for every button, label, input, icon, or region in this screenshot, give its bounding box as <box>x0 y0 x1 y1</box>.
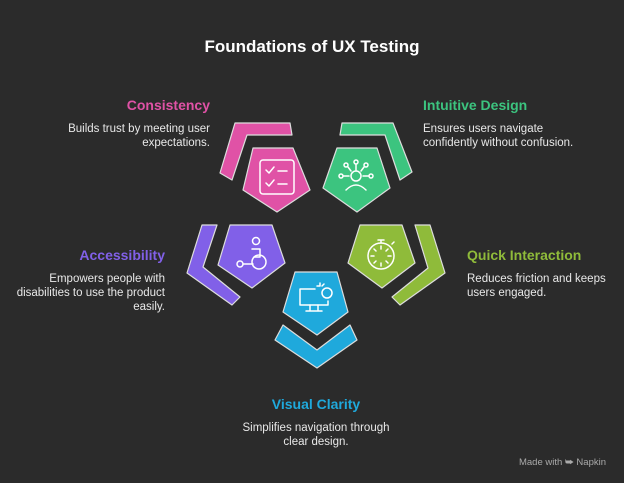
accessibility-bracket <box>186 224 241 306</box>
quick-interaction-description: Reduces friction and keeps users engaged… <box>467 273 606 299</box>
visual-clarity-description: Simplifies navigation through clear desi… <box>242 422 390 448</box>
checklist-icon <box>259 159 295 195</box>
accessibility-pentagon <box>217 224 286 289</box>
consistency-bracket <box>219 122 293 181</box>
page-title: Foundations of UX Testing <box>204 37 420 56</box>
intuitive-pentagon <box>322 147 391 213</box>
footer-attribution: Made with ⮩ Napkin <box>519 457 606 468</box>
stopwatch-icon <box>367 239 395 270</box>
made-with-text: Made with <box>518 457 563 468</box>
quick-pentagon <box>347 224 416 289</box>
wheelchair-icon <box>236 236 267 270</box>
monitor-icon <box>299 282 333 312</box>
napkin-logo-icon: ⮩ <box>564 457 574 468</box>
quick-interaction-label: Quick Interaction <box>467 247 582 263</box>
quick-bracket <box>391 224 446 306</box>
visual-pentagon <box>282 271 349 336</box>
accessibility-label: Accessibility <box>79 247 165 263</box>
consistency-description: Builds trust by meeting user expectation… <box>68 123 210 149</box>
visual-bracket <box>274 324 358 369</box>
intuitive-bracket <box>339 122 413 181</box>
consistency-pentagon <box>242 147 311 213</box>
intuitive-design-description: Ensures users navigate confidently witho… <box>423 123 574 149</box>
visual-clarity-label: Visual Clarity <box>271 396 361 412</box>
consistency-label: Consistency <box>126 97 210 113</box>
accessibility-description: Empowers people with disabilities to use… <box>16 273 165 313</box>
user-ideas-icon <box>338 159 374 191</box>
napkin-brand: Napkin <box>576 457 606 468</box>
intuitive-design-label: Intuitive Design <box>423 97 528 113</box>
